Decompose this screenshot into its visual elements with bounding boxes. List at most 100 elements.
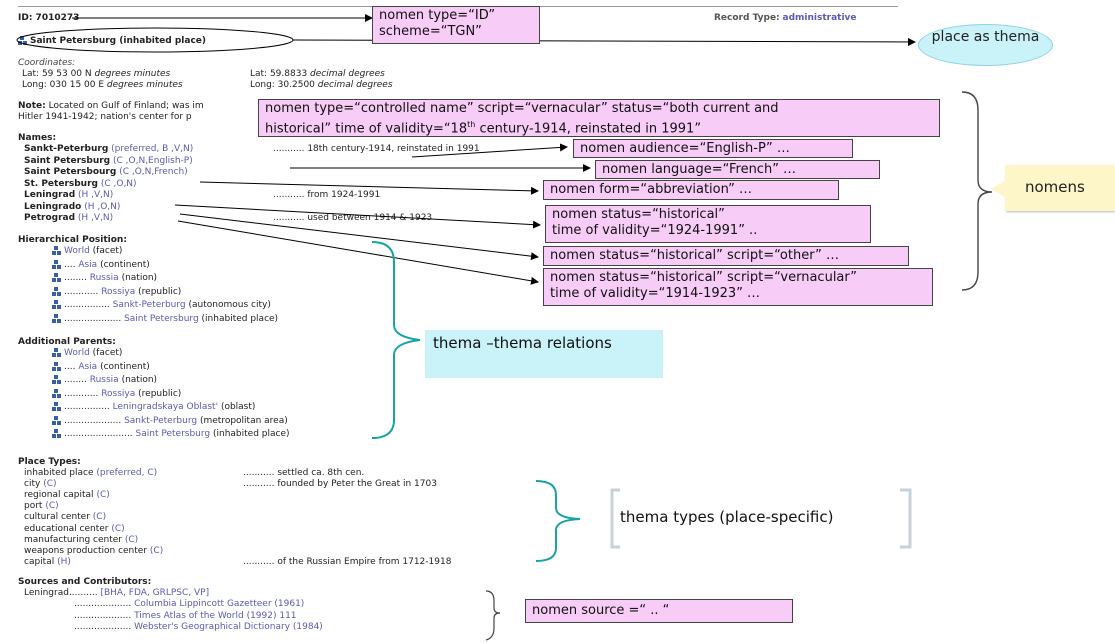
source-dots: .................... — [74, 610, 135, 621]
place-type-flag[interactable]: (C) — [96, 490, 110, 501]
place-type-row: capital (H) — [24, 557, 71, 568]
hierarchy-type: (republic) — [138, 286, 182, 297]
place-type-row: weapons production center (C) — [24, 546, 163, 557]
place-type-flag[interactable]: (preferred, C) — [96, 468, 158, 478]
name-flags[interactable]: (C ,O,N,English-P) — [113, 155, 193, 166]
source-dots: .................... — [74, 599, 135, 609]
hierarchy-icon — [52, 259, 61, 269]
hierarchy-dots: ............ — [64, 286, 102, 297]
place-type-flag[interactable]: (C) — [149, 545, 164, 556]
place-type-name: capital — [24, 556, 55, 567]
hierarchy-link[interactable]: Sankt-Peterburg — [124, 415, 198, 426]
controlled-name-callout: nomen type=“controlled name” script=“ver… — [258, 99, 940, 137]
hist1-arrow — [174, 204, 541, 229]
hierarchy-icon — [52, 286, 61, 296]
hierarchy-link[interactable]: World — [64, 246, 90, 256]
hierarchy-link[interactable]: Rossiya — [101, 286, 136, 297]
place-as-thema-bubble: place as thema — [918, 24, 1053, 66]
source-row: .................... Webster's Geographi… — [74, 622, 323, 633]
place-type-flag[interactable]: (C) — [92, 512, 107, 523]
hierarchy-icon — [52, 388, 61, 398]
hierarchy-row: World (facet) — [52, 348, 122, 359]
name-flags[interactable]: (H ,V,N) — [77, 213, 114, 223]
source-title[interactable]: Columbia Lippincott Gazetteer (1961) — [134, 599, 305, 609]
title-ellipse — [16, 27, 294, 53]
historical-callout-2: nomen status=“historical” script=“other”… — [543, 246, 909, 266]
hierarchy-icon — [52, 361, 61, 371]
types-left-bracket — [610, 488, 620, 549]
name-flags[interactable]: (preferred, B ,V,N) — [111, 144, 194, 154]
hierarchy-icon — [52, 348, 61, 357]
hierarchy-icon — [52, 429, 61, 438]
id-callout: nomen type=“ID” scheme=“TGN” — [372, 6, 540, 44]
hierarchy-dots: ........................ — [64, 429, 136, 439]
sources-lead: Leningrad.......... [BHA, FDA, GRLPSC, V… — [24, 588, 210, 598]
hierarchy-link[interactable]: Asia — [78, 259, 98, 270]
audience-callout: nomen audience=“English-P” … — [573, 139, 853, 158]
name-flags[interactable]: (H ,V,N) — [78, 190, 114, 200]
hierarchy-row: ............ Rossiya (republic) — [52, 388, 181, 400]
hierarchy-type: (oblast) — [220, 402, 256, 412]
hierarchy-dots: ................ — [64, 300, 113, 310]
hierarchy-row: World (facet) — [52, 246, 122, 257]
thema-relations-label: thema –thema relations — [425, 330, 663, 378]
place-type-name: educational center — [24, 523, 109, 534]
hierarchy-link[interactable]: Leningradskaya Oblast' — [112, 402, 219, 412]
source-title[interactable]: Webster's Geographical Dictionary (1984) — [134, 622, 323, 632]
place-type-flag[interactable]: (C) — [124, 534, 139, 545]
hierarchy-row: .................... Saint Petersburg (i… — [52, 313, 278, 325]
name-term: Saint Petersbourg — [24, 167, 117, 177]
hierarchy-type: (facet) — [92, 348, 123, 358]
hierarchy-heading: Hierarchical Position: — [18, 235, 127, 245]
hierarchy-icon — [52, 273, 61, 282]
name-row: Sankt-Peterburg (preferred, B ,V,N) — [24, 144, 193, 155]
hierarchy-link[interactable]: Russia — [89, 375, 119, 385]
hierarchy-row: .... Asia (continent) — [52, 259, 150, 271]
name-flags[interactable]: (C ,O,N) — [100, 178, 137, 189]
place-type-row: port (C) — [24, 501, 59, 512]
name-note: ........... used between 1914 & 1923 — [273, 213, 433, 223]
hierarchy-dots: .... — [64, 259, 79, 270]
hierarchy-link[interactable]: Sankt-Peterburg — [112, 300, 186, 310]
additional-parents-heading: Additional Parents: — [18, 337, 116, 347]
lat-dms: Lat: 59 53 00 N degrees minutes — [22, 69, 171, 79]
source-title[interactable]: Times Atlas of the World (1992) 111 — [134, 610, 297, 621]
place-types-heading: Place Types: — [18, 457, 81, 467]
long-dd: Long: 30.2500 decimal degrees — [250, 80, 393, 90]
nomen-source-callout: nomen source =“ .. “ — [525, 599, 793, 623]
place-type-flag[interactable]: (C) — [45, 501, 59, 512]
hierarchy-link[interactable]: Saint Petersburg — [124, 313, 199, 324]
hist3-arrow — [177, 220, 539, 285]
name-term: Petrograd — [24, 213, 76, 223]
hierarchy-link[interactable]: Saint Petersburg — [135, 429, 211, 439]
nomens-note: nomens — [991, 165, 1115, 211]
hierarchy-dots: .................... — [64, 415, 125, 426]
hierarchy-row: .................... Sankt-Peterburg (me… — [52, 415, 288, 427]
hierarchy-icon — [52, 415, 61, 425]
hierarchy-type: (metropolitan area) — [199, 415, 288, 426]
lat-dd: Lat: 59.8833 decimal degrees — [250, 69, 385, 79]
hierarchy-link[interactable]: Asia — [78, 361, 98, 372]
place-type-note: ........... of the Russian Empire from 1… — [243, 556, 452, 567]
hierarchy-link[interactable]: Russia — [89, 273, 119, 283]
hierarchy-link[interactable]: World — [64, 348, 90, 358]
place-type-name: regional capital — [24, 490, 94, 501]
hierarchy-type: (continent) — [100, 361, 150, 372]
hierarchy-row: ................ Leningradskaya Oblast' … — [52, 402, 255, 413]
place-type-row: regional capital (C) — [24, 490, 110, 501]
hierarchy-dots: ........ — [64, 375, 90, 385]
hierarchy-row: ........................ Saint Petersbur… — [52, 429, 290, 440]
form-callout: nomen form=“abbreviation” … — [543, 180, 839, 200]
place-type-name: inhabited place — [24, 468, 94, 478]
place-type-flag[interactable]: (C) — [111, 523, 125, 534]
hierarchy-link[interactable]: Rossiya — [101, 388, 136, 399]
hierarchy-type: (autonomous city) — [188, 300, 271, 310]
name-flags[interactable]: (H ,O,N) — [84, 201, 121, 212]
hierarchy-dots: .................... — [64, 313, 125, 324]
place-type-flag[interactable]: (C) — [43, 479, 57, 490]
name-flags[interactable]: (C ,O,N,French) — [119, 167, 188, 177]
source-dots: .................... — [74, 622, 135, 632]
place-type-flag[interactable]: (H) — [57, 556, 71, 567]
hierarchy-icon — [52, 246, 61, 255]
hierarchy-type: (facet) — [92, 246, 123, 256]
